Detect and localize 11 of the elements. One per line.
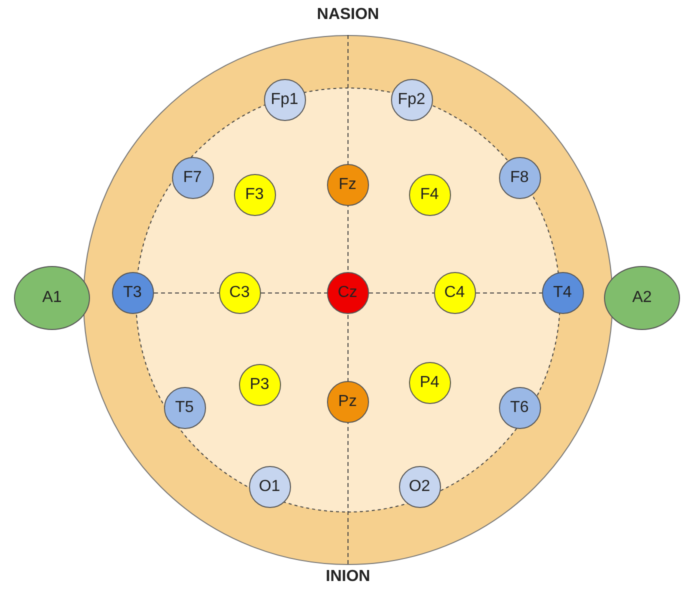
reference-line (153, 292, 219, 293)
reference-line (260, 292, 327, 293)
ear-electrode: A1 (14, 266, 90, 330)
direction-label: INION (326, 568, 370, 586)
reference-line (368, 292, 434, 293)
electrode-circle: Fp2 (390, 78, 432, 120)
ear-electrode: A2 (604, 266, 680, 330)
electrode-circle: T3 (112, 272, 154, 314)
electrode-circle: Fp1 (264, 78, 306, 120)
reference-line (475, 292, 542, 293)
direction-label: NASION (316, 6, 380, 24)
